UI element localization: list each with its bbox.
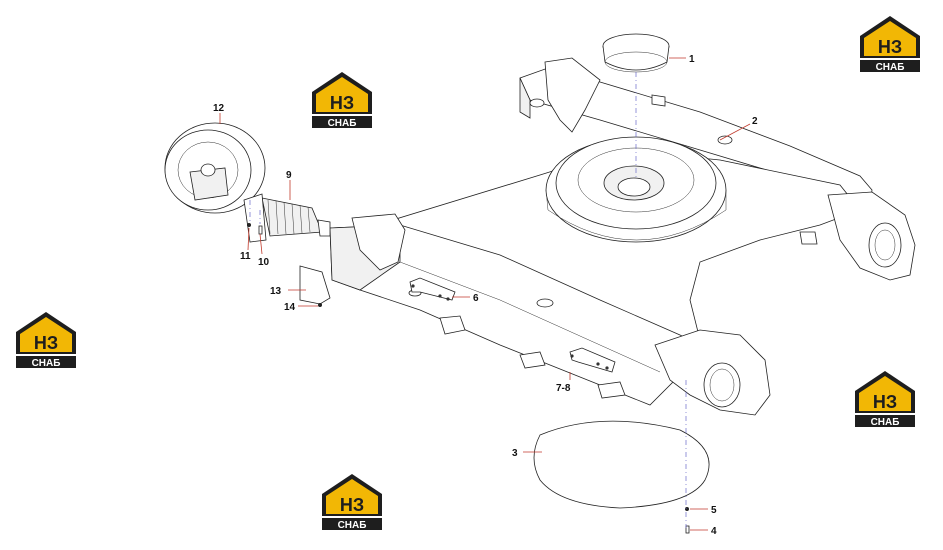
part-5-washer	[685, 507, 689, 511]
callout-7-8: 7-8	[556, 383, 571, 394]
part-12-idler	[164, 122, 266, 214]
callout-14: 14	[284, 302, 296, 313]
callouts: 1 2 3 4 5 6 7-8 9 10 11 12 13 14	[213, 54, 758, 537]
callout-13: 13	[270, 286, 282, 297]
part-11-washer	[247, 223, 251, 227]
callout-1: 1	[689, 54, 695, 65]
part-14-bolt	[318, 303, 322, 307]
logo-1-bottom-text: СНАБ	[328, 118, 357, 129]
callout-2: 2	[752, 116, 758, 127]
logo-4-top-text: НЗ	[873, 392, 897, 412]
watermark-logo-1: НЗ СНАБ	[312, 72, 372, 129]
callout-3: 3	[512, 448, 518, 459]
part-13-plate	[299, 265, 331, 305]
callout-6: 6	[473, 293, 479, 304]
watermark-logo-5: НЗ СНАБ	[322, 474, 382, 531]
callout-4: 4	[711, 526, 717, 537]
callout-9: 9	[286, 170, 292, 181]
watermark-logo-2: НЗ СНАБ	[860, 16, 920, 73]
logo-3-bottom-text: СНАБ	[32, 358, 61, 369]
callout-5: 5	[711, 505, 717, 516]
part-1-seal-ring	[602, 33, 670, 73]
logo-5-top-text: НЗ	[340, 495, 364, 515]
logo-2-bottom-text: СНАБ	[876, 62, 905, 73]
part-10-bolt	[258, 225, 263, 235]
watermark-logo-3: НЗ СНАБ	[16, 312, 76, 369]
callout-11: 11	[240, 251, 251, 262]
logo-3-top-text: НЗ	[34, 333, 58, 353]
logo-5-bottom-text: СНАБ	[338, 520, 367, 531]
callout-12: 12	[213, 103, 225, 114]
leader-lines	[219, 57, 751, 531]
assembly-axes	[249, 72, 687, 528]
logo-1-top-text: НЗ	[330, 93, 354, 113]
logo-2-top-text: НЗ	[878, 37, 902, 57]
part-7-8-bracket	[569, 347, 616, 373]
part-9-recoil-spring	[243, 193, 331, 243]
part-4-bolt	[685, 525, 690, 534]
part-3-cover-plate	[533, 420, 710, 509]
logo-4-bottom-text: СНАБ	[871, 417, 900, 428]
slewing-ring-mount	[545, 136, 727, 243]
part-6-bracket	[409, 277, 456, 301]
watermark-logo-4: НЗ СНАБ	[855, 371, 915, 428]
callout-10: 10	[258, 257, 270, 268]
